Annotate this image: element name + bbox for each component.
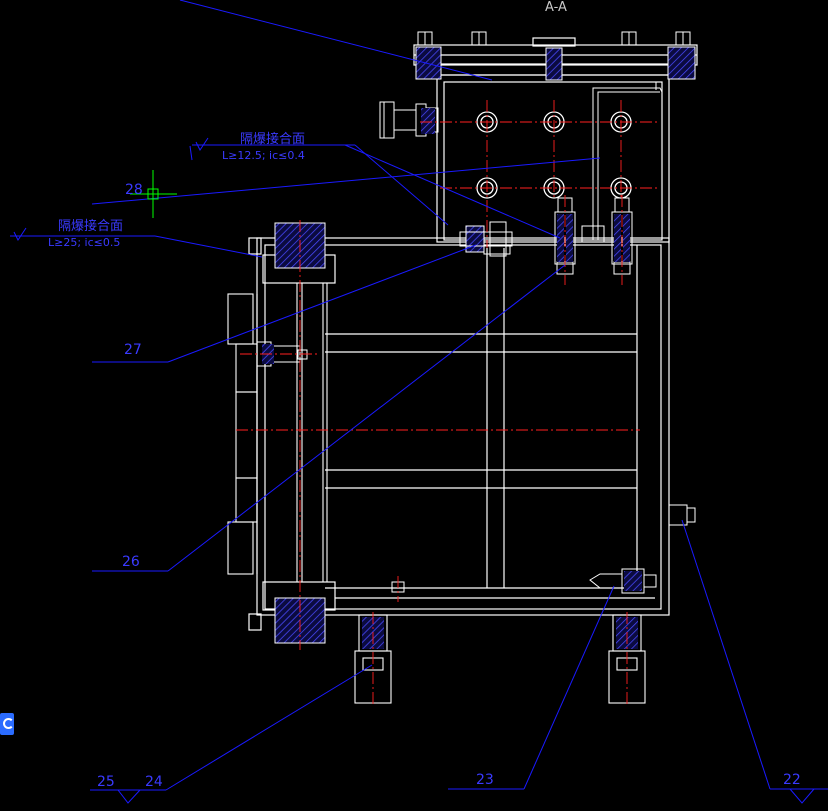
cover-bolts bbox=[417, 31, 691, 46]
junction-box-outer-wall bbox=[436, 74, 670, 243]
flameproof-spec-1: L≥12.5; ic≤0.4 bbox=[222, 149, 305, 162]
flameproof-spec-2: L≥25; ic≤0.5 bbox=[48, 236, 120, 249]
door-frame bbox=[227, 283, 328, 582]
main-enclosure bbox=[248, 237, 670, 631]
part-label-24: 24 bbox=[145, 774, 163, 790]
part-label-23: 23 bbox=[476, 772, 494, 788]
part-label-27: 27 bbox=[124, 342, 142, 358]
roughness-symbols bbox=[13, 137, 209, 241]
cover-hatch-left bbox=[415, 46, 442, 80]
section-title: A-A bbox=[545, 0, 567, 15]
enclosure-outer-wall bbox=[256, 237, 670, 616]
part-label-28: 28 bbox=[125, 182, 143, 198]
cursor-crosshair bbox=[130, 170, 177, 218]
enclosure-inner-wall bbox=[264, 244, 662, 610]
bottom-gland bbox=[391, 568, 657, 594]
part-label-22: 22 bbox=[783, 772, 801, 788]
side-gland bbox=[668, 504, 696, 526]
flameproof-title-1: 隔爆接合面 bbox=[240, 131, 305, 147]
support-feet bbox=[354, 614, 646, 704]
junction-box-inner-wall bbox=[443, 81, 663, 241]
ucs-wrench-icon[interactable] bbox=[0, 713, 14, 735]
cover-hatch-center bbox=[545, 47, 563, 81]
leader-lines bbox=[10, 0, 828, 804]
part-label-26: 26 bbox=[122, 554, 140, 570]
cover-hatch-right bbox=[667, 46, 696, 80]
flameproof-title-2: 隔爆接合面 bbox=[58, 218, 123, 234]
centerlines bbox=[236, 100, 660, 705]
part-label-25: 25 bbox=[97, 774, 115, 790]
internal-rails bbox=[325, 245, 655, 599]
